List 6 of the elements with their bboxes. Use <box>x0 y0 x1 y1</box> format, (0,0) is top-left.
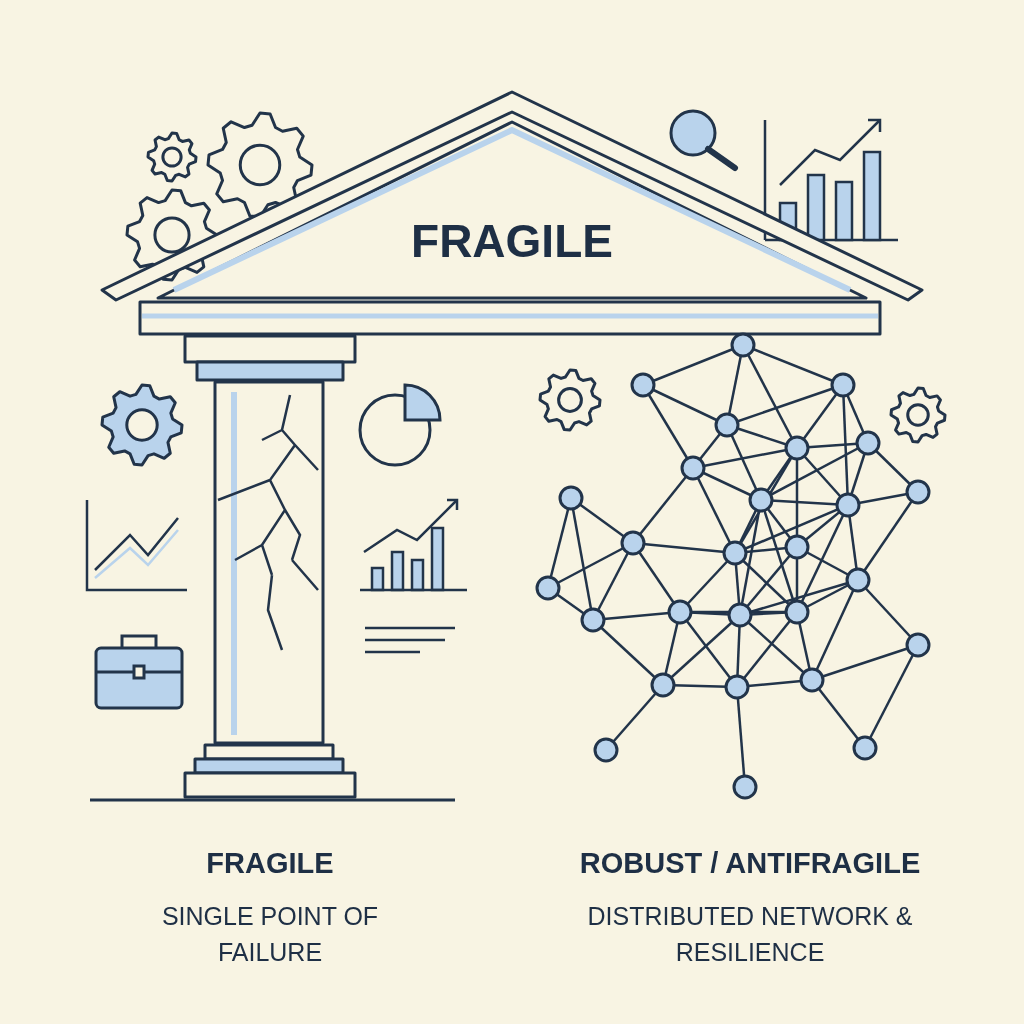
pediment-title: FRAGILE <box>411 218 613 264</box>
pediment-roof <box>100 90 924 302</box>
fragile-description: SINGLE POINT OF FAILURE <box>160 901 380 968</box>
robust-description: DISTRIBUTED NETWORK & RESILIENCE <box>586 901 914 968</box>
fragile-heading: FRAGILE <box>205 846 335 881</box>
robust-heading: ROBUST / ANTIFRAGILE <box>578 846 922 881</box>
